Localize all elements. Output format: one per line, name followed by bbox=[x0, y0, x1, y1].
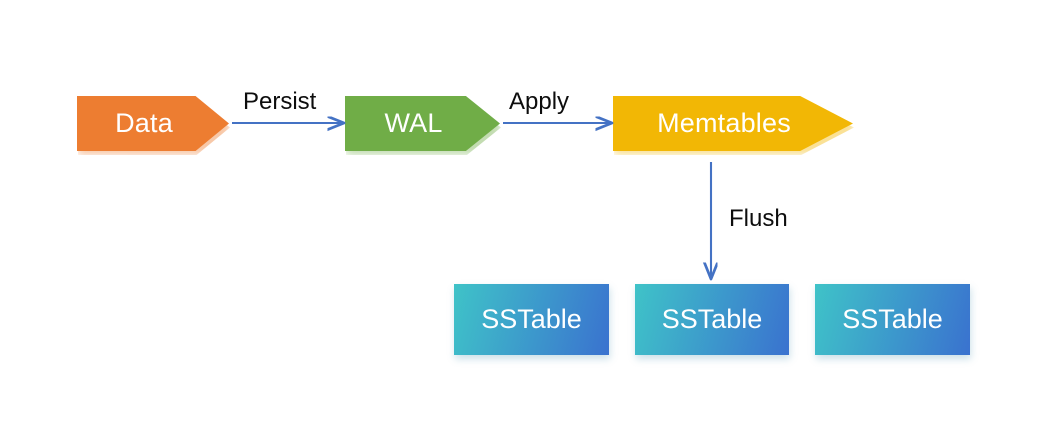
connector-label-apply: Apply bbox=[509, 88, 570, 115]
stage-wal-label: WAL bbox=[384, 108, 443, 138]
connector-label-persist: Persist bbox=[243, 88, 317, 115]
connector-label-flush: Flush bbox=[729, 205, 788, 232]
stage-memtables-label: Memtables bbox=[657, 108, 791, 138]
sstable-2[interactable]: SSTable bbox=[635, 284, 789, 355]
sstable-1[interactable]: SSTable bbox=[454, 284, 609, 355]
sstable-3-label: SSTable bbox=[842, 304, 943, 334]
stage-data[interactable]: Data bbox=[77, 96, 229, 151]
sstable-3[interactable]: SSTable bbox=[815, 284, 970, 355]
stage-memtables[interactable]: Memtables bbox=[613, 96, 853, 151]
sstable-2-label: SSTable bbox=[661, 304, 763, 334]
stage-data-label: Data bbox=[115, 108, 173, 138]
sstable-1-label: SSTable bbox=[481, 304, 582, 334]
stage-wal[interactable]: WAL bbox=[345, 96, 500, 151]
